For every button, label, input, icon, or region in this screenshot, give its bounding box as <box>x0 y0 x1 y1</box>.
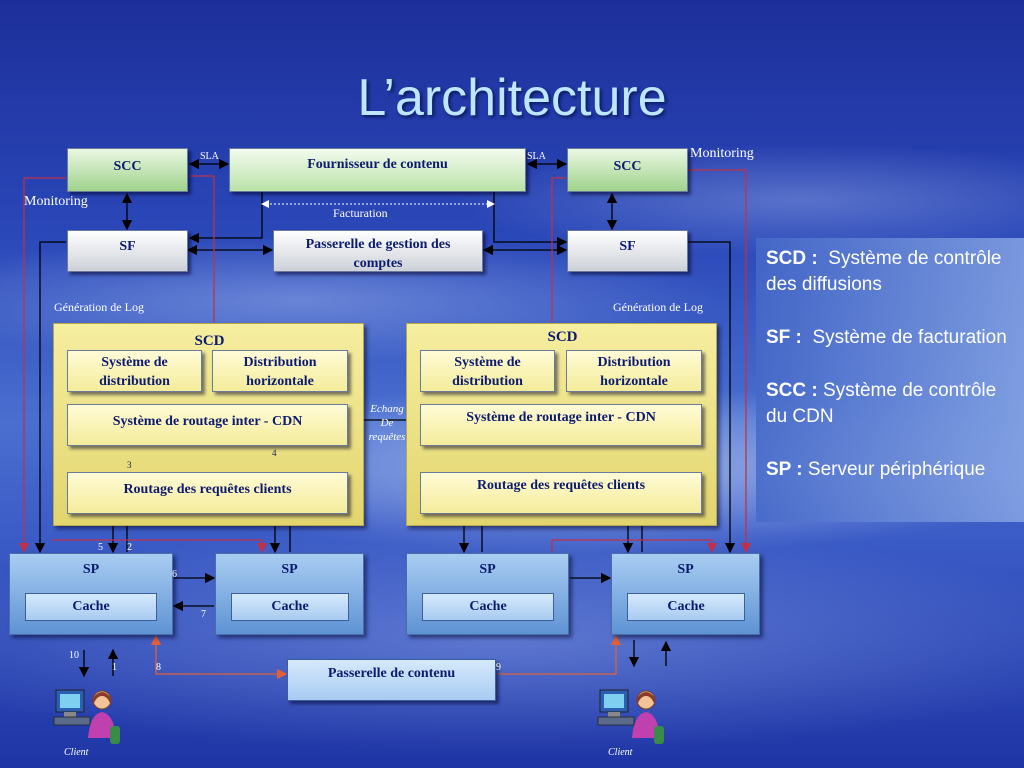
scd-left-routing-inter-label: Système de routage inter - CDN <box>112 414 303 429</box>
scd-left-routing-clients-label: Routage des requêtes clients <box>123 482 292 497</box>
scd-left-distribution-line1: Système de <box>101 355 168 370</box>
scc-right-box: SCC <box>567 148 688 192</box>
scd-right-title: SCD <box>547 329 578 345</box>
log-right-label: Génération de Log <box>613 300 703 314</box>
account-gateway-line1: Passerelle de gestion des <box>305 237 451 252</box>
scd-left-horizontal-line2: horizontale <box>246 374 314 389</box>
sp-server-3: SP Cache <box>406 553 569 635</box>
sp-server-3-title: SP <box>479 562 496 577</box>
client-right-icon <box>597 689 664 744</box>
scd-left-distribution-line2: distribution <box>99 374 170 389</box>
monitoring-right-label: Monitoring <box>690 146 754 161</box>
scd-left-horizontal-line1: Distribution <box>243 355 317 370</box>
scd-right-routing-inter-label: Système de routage inter - CDN <box>466 410 656 425</box>
sf-left-label: SF <box>119 239 136 254</box>
legend-panel: SCD : Système de contrôle des diffusions… <box>756 238 1024 522</box>
step-number-4: 4 <box>272 448 277 458</box>
scc-right-label: SCC <box>613 159 642 174</box>
step-number-5: 5 <box>98 542 103 553</box>
exchange-line2: De <box>380 417 394 429</box>
client-left-label: Client <box>64 747 89 758</box>
facturation-label: Facturation <box>333 206 388 220</box>
legend-scd: SCD : Système de contrôle des diffusions <box>766 246 1014 298</box>
content-provider-box: Fournisseur de contenu <box>229 148 526 192</box>
scd-right-distribution-line2: distribution <box>452 374 523 389</box>
step-number-2: 2 <box>127 542 132 553</box>
sp-server-2: SP Cache <box>215 553 364 635</box>
legend-sf: SF : Système de facturation <box>766 325 1014 351</box>
sp-server-4-title: SP <box>677 562 694 577</box>
scd-left-title: SCD <box>194 333 225 349</box>
legend-sp-desc: Serveur périphérique <box>807 459 986 480</box>
sf-left-box: SF <box>67 230 188 272</box>
step-number-1: 1 <box>112 662 117 673</box>
account-gateway-box: Passerelle de gestion des comptes <box>273 230 483 272</box>
sp-server-2-cache-label: Cache <box>271 599 309 614</box>
scd-right-distribution-line1: Système de <box>454 355 521 370</box>
sp-server-1-cache: Cache <box>25 593 157 621</box>
exchange-label: Echang De requêtes <box>364 402 410 444</box>
client-right-label: Client <box>608 747 633 758</box>
scd-left-distribution-box: Système de distribution <box>67 350 202 392</box>
step-number-3: 3 <box>127 460 132 470</box>
content-gateway-label: Passerelle de contenu <box>327 666 456 681</box>
scd-left-routing-clients-box: Routage des requêtes clients <box>67 472 348 514</box>
step-number-10: 10 <box>69 650 79 661</box>
content-provider-label: Fournisseur de contenu <box>307 157 448 172</box>
sp-server-2-cache: Cache <box>231 593 349 621</box>
legend-scc-key: SCC : <box>766 380 818 401</box>
legend-sp: SP : Serveur périphérique <box>766 457 1014 483</box>
sp-server-1-cache-label: Cache <box>72 599 110 614</box>
log-left-label: Génération de Log <box>54 300 144 314</box>
scd-right-horizontal-box: Distribution horizontale <box>566 350 702 392</box>
sp-server-4: SP Cache <box>611 553 760 635</box>
sla-right-label: SLA <box>527 151 546 162</box>
step-number-9: 9 <box>496 662 501 673</box>
legend-sf-key: SF : <box>766 327 802 348</box>
sp-server-4-cache-label: Cache <box>667 599 705 614</box>
legend-scd-key: SCD : <box>766 248 818 269</box>
scd-left-routing-inter-box: Système de routage inter - CDN <box>67 404 348 446</box>
scd-right-routing-clients-label: Routage des requêtes clients <box>476 478 646 493</box>
scd-right-routing-inter-box: Système de routage inter - CDN <box>420 404 702 446</box>
sf-right-label: SF <box>619 239 636 254</box>
sp-server-1-title: SP <box>82 562 100 577</box>
scc-left-box: SCC <box>67 148 188 192</box>
step-number-8: 8 <box>156 662 161 673</box>
legend-scc: SCC : Système de contrôle du CDN <box>766 378 1014 430</box>
exchange-line1: Echang <box>370 403 404 415</box>
sp-server-3-cache: Cache <box>422 593 554 621</box>
legend-scd-desc: Système de contrôle des diffusions <box>766 248 1002 295</box>
sp-server-4-cache: Cache <box>627 593 745 621</box>
slide-title: L’architecture <box>357 69 667 127</box>
sf-right-box: SF <box>567 230 688 272</box>
scd-left-horizontal-box: Distribution horizontale <box>212 350 348 392</box>
client-left-icon <box>53 689 120 744</box>
step-number-7: 7 <box>201 609 206 620</box>
sp-server-3-cache-label: Cache <box>469 599 507 614</box>
sp-server-2-title: SP <box>281 562 298 577</box>
sla-left-label: SLA <box>200 151 219 162</box>
legend-scc-desc: Système de contrôle du CDN <box>766 380 997 427</box>
account-gateway-line2: comptes <box>353 256 403 271</box>
scd-right-horizontal-line2: horizontale <box>600 374 668 389</box>
legend-sf-desc: Système de facturation <box>812 327 1007 348</box>
content-gateway-box: Passerelle de contenu <box>287 659 496 701</box>
scd-right-routing-clients-box: Routage des requêtes clients <box>420 472 702 514</box>
monitoring-left-label: Monitoring <box>24 194 88 209</box>
exchange-line3: requêtes <box>368 431 406 443</box>
step-number-6: 6 <box>172 569 177 580</box>
scc-left-label: SCC <box>113 159 142 174</box>
legend-sp-key: SP : <box>766 459 803 480</box>
sp-server-1: SP Cache <box>9 553 173 635</box>
scd-right-distribution-box: Système de distribution <box>420 350 555 392</box>
scd-right-horizontal-line1: Distribution <box>597 355 671 370</box>
